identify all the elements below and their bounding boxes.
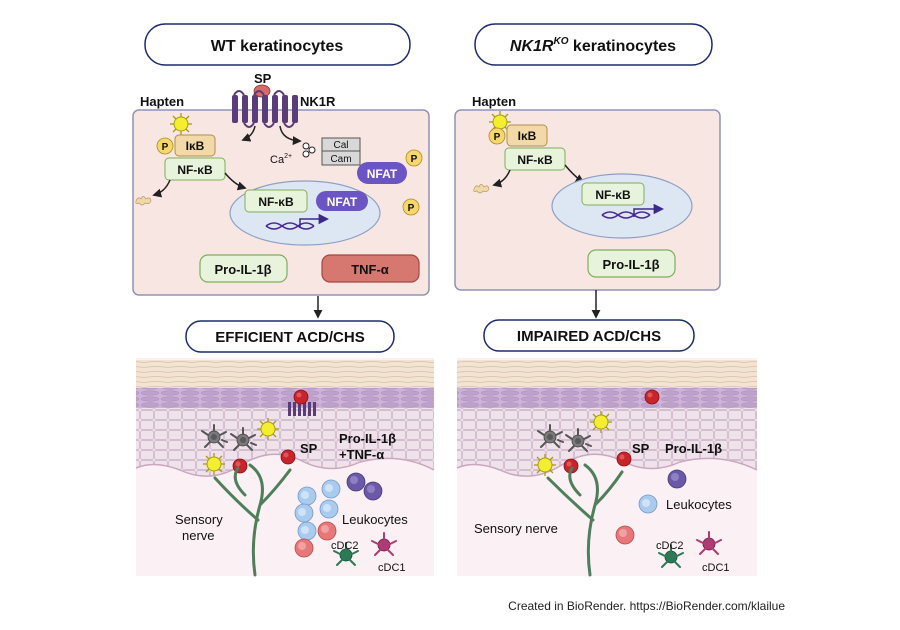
right-title: NK1RKO keratinocytes [510,36,676,55]
left-nucleus-nfat-box [316,191,368,211]
left-hapten-label: Hapten [140,94,184,109]
left-pro-il1b-label: Pro-IL-1β [214,262,271,277]
right-degraded-ikb-icon [473,184,490,194]
left-nfkb-translocation-arrow [224,172,247,191]
left-sensory-label-2: nerve [182,528,215,543]
right-title-pill [474,23,713,66]
left-ikb-label: IκB [186,139,205,153]
right-degradation-arrow [492,169,511,188]
right-skin-cytokines-label: Pro-IL-1β [665,441,722,456]
left-phospho-label-2: P [408,203,415,214]
left-phospho-label-1: P [411,154,418,165]
left-title-pill [144,23,411,66]
left-cdc2-label: cDC2 [331,540,359,552]
left-leukocyte-7 [297,521,317,541]
left-leukocyte-4 [297,486,317,506]
left-tnfa-box [321,254,420,283]
left-sp-label: SP [254,71,272,86]
left-phospho-icon-2 [402,198,420,216]
left-leukocyte-6 [319,499,339,519]
left-skin-cytokines-line1: Pro-IL-1β [339,431,396,446]
right-hapten-label: Hapten [472,94,516,109]
left-nk1r-receptor-icon [232,90,298,128]
left-phospho-icon-1 [405,149,423,167]
left-nfat-cyto [357,162,407,184]
left-title: WT keratinocytes [211,38,344,55]
left-transcription-arrow [299,213,330,228]
left-sensory-label-1: Sensory [175,512,223,527]
left-cam-label: Cam [330,154,351,165]
right-dna-icon [601,211,651,219]
right-nfkb-box [504,147,566,171]
left-nucleus-nfkb-box [244,189,308,213]
left-nfkb-label: NF-κB [177,163,213,177]
left-leukocyte-1 [346,472,366,492]
left-ca-label: Ca2+ [270,153,292,166]
left-receptor-arrow-1 [241,125,256,142]
right-skin-sp-label: SP [632,441,650,456]
right-pro-il1b-box [587,249,676,278]
left-nfat-cyto-label: NFAT [367,167,398,181]
left-cal-label: Cal [333,140,348,151]
left-cdc1-label: cDC1 [378,562,406,574]
right-leukocyte-3 [615,525,635,545]
right-nucleus-nfkb-label: NF-κB [595,188,631,202]
right-pro-il1b-label: Pro-IL-1β [602,257,659,272]
left-outcome-pill [185,320,395,353]
left-dna-icon [265,222,315,230]
right-skin-sp-dot-3 [616,451,632,467]
right-ikb-box [506,124,548,147]
left-skin-cytokines-line2: +TNF-α [339,447,384,462]
left-skin-hapten-2 [202,452,226,476]
left-leukocyte-2 [363,481,383,501]
right-phospho-ikb-icon [488,127,506,145]
right-skin-sp-dot-1 [644,389,660,405]
biorender-credit: Created in BioRender. https://BioRender.… [508,599,785,613]
right-cdc1-label: cDC1 [702,562,730,574]
right-outcome-pill [483,319,695,352]
left-calcium-ions-icon [302,142,316,158]
left-nucleus-nfkb-label: NF-κB [258,195,294,209]
left-nfkb-box [164,157,226,181]
left-outcome-label: EFFICIENT ACD/CHS [215,329,364,346]
left-degraded-ikb-icon [135,196,152,206]
left-skin-nk1r-icon [288,402,316,416]
left-skin-sp-dot-1 [293,389,309,405]
left-degradation-arrow [152,179,171,198]
left-nk1r-label: NK1R [300,94,336,109]
right-transcription-arrow [633,203,665,217]
right-sensory-label: Sensory nerve [474,521,558,536]
right-phospho-ikb-label: P [494,132,501,143]
left-leukocyte-3 [321,479,341,499]
right-cdc2-label: cDC2 [656,540,684,552]
left-leukocytes-label: Leukocytes [342,512,408,527]
left-leukocyte-9 [294,538,314,558]
left-skin-sp-label: SP [300,441,318,456]
left-hapten-icon [169,112,193,136]
right-leukocyte-1 [667,469,687,489]
right-sensory-nerve-icon [546,463,624,577]
left-pro-il1b-box [199,254,288,283]
right-nfkb-label: NF-κB [517,153,553,167]
right-skin-hapten-1 [589,410,613,434]
left-leukocyte-8 [317,521,337,541]
right-leukocytes-label: Leukocytes [666,497,732,512]
right-outcome-label: IMPAIRED ACD/CHS [517,328,661,345]
left-ikb-box [174,134,216,157]
left-leukocyte-5 [294,503,314,523]
left-phospho-ikb-label: P [162,142,169,153]
left-phospho-ikb-icon [156,137,174,155]
right-nucleus-nfkb-box [581,182,645,206]
right-skin-hapten-2 [533,453,557,477]
right-ikb-label: IκB [518,129,537,143]
left-receptor-arrow-2 [279,125,302,146]
left-tnfa-label: TNF-α [351,262,389,277]
left-skin-hapten-1 [256,417,280,441]
left-sensory-nerve-icon [213,463,292,577]
right-leukocyte-2 [638,494,658,514]
left-nucleus-nfat-label: NFAT [327,195,358,209]
left-skin-sp-dot-3 [280,449,296,465]
